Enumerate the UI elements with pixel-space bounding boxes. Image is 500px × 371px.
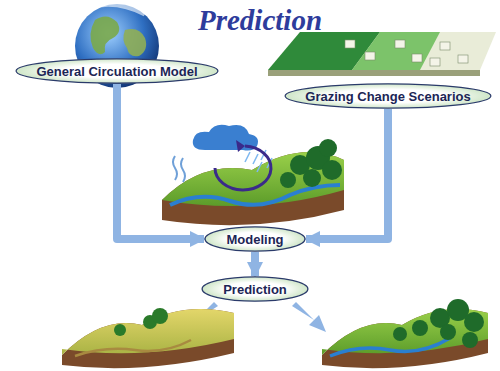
node-label: Modeling xyxy=(226,232,283,247)
watershed-model xyxy=(162,125,344,225)
ellipse-label: Prediction xyxy=(201,276,309,302)
node-label: General Circulation Model xyxy=(36,64,197,79)
ellipse-label: Modeling xyxy=(204,226,306,252)
flow-arrow xyxy=(117,84,204,239)
diagram-title: Prediction xyxy=(0,4,500,37)
ellipse-label: General Circulation Model xyxy=(14,58,220,84)
flow-arrow xyxy=(251,252,259,276)
ellipse-label: Grazing Change Scenarios xyxy=(283,83,493,109)
node-label: Prediction xyxy=(223,282,287,297)
node-label: Grazing Change Scenarios xyxy=(305,89,470,104)
grazing-map xyxy=(268,32,496,76)
dry-landscape xyxy=(62,308,234,368)
flow-arrow xyxy=(306,109,388,239)
green-landscape xyxy=(322,299,488,368)
